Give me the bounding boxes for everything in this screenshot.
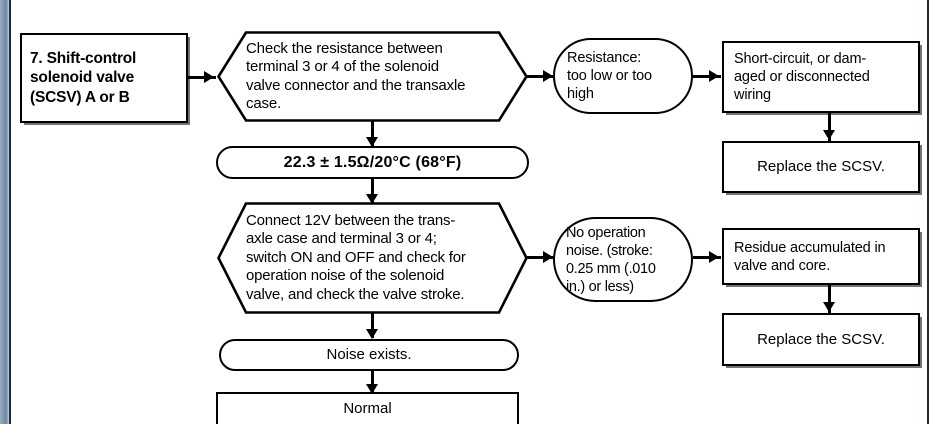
node-replace-scsv-upper: Replace the SCSV. bbox=[722, 141, 920, 193]
node-check-resistance-label: Check the resistance between terminal 3 … bbox=[246, 39, 466, 113]
connector-no-noise-to-residue bbox=[693, 256, 721, 259]
node-check-resistance: Check the resistance between terminal 3 … bbox=[216, 30, 529, 123]
arrowhead-connect-12v-to-no-noise bbox=[543, 251, 553, 263]
node-normal-label: Normal bbox=[343, 400, 392, 417]
node-no-operation-noise-label: No operation noise. (stroke: 0.25 mm (.0… bbox=[566, 224, 656, 295]
connector-check-to-resistance-bad bbox=[527, 75, 555, 78]
connector-connect-12v-to-no-noise bbox=[527, 256, 555, 259]
node-normal: Normal bbox=[216, 392, 519, 424]
node-residue-label: Residue accumulated in valve and core. bbox=[734, 239, 886, 274]
connector-start-to-check bbox=[188, 76, 216, 79]
connector-check-to-spec bbox=[371, 121, 374, 147]
node-start-label: 7. Shift-control solenoid valve (SCSV) A… bbox=[30, 49, 137, 106]
node-replace-scsv-lower-label: Replace the SCSV. bbox=[757, 330, 885, 348]
hexagon-outline-connect-12v bbox=[217, 202, 528, 314]
arrowhead-resistance-bad-to-short-circuit bbox=[709, 70, 719, 82]
arrowhead-spec-to-connect-12v bbox=[366, 194, 378, 204]
node-short-circuit-label: Short-circuit, or dam- aged or disconnec… bbox=[734, 51, 870, 103]
connector-short-circuit-to-replace-1 bbox=[828, 113, 831, 141]
node-short-circuit-or-damaged-wiring: Short-circuit, or dam- aged or disconnec… bbox=[722, 41, 920, 113]
connector-residue-to-replace-2 bbox=[828, 285, 831, 313]
arrowhead-short-circuit-to-replace-1 bbox=[823, 130, 835, 140]
connector-noise-exists-to-normal bbox=[371, 371, 374, 392]
hexagon-outline-check-resistance bbox=[216, 31, 529, 122]
node-noise-exists: Noise exists. bbox=[219, 339, 519, 371]
arrowhead-check-to-spec bbox=[366, 137, 378, 147]
node-replace-scsv-upper-label: Replace the SCSV. bbox=[757, 158, 885, 175]
page-right-rule bbox=[927, 0, 929, 424]
arrowhead-connect-12v-to-noise-exists bbox=[366, 329, 378, 339]
connector-resistance-bad-to-short-circuit bbox=[693, 75, 721, 78]
arrowhead-check-to-resistance-bad bbox=[543, 70, 553, 82]
arrowhead-noise-exists-to-normal bbox=[366, 384, 378, 394]
node-connect-12v-check-noise: Connect 12V between the trans- axle case… bbox=[216, 201, 529, 315]
page-binding-edge bbox=[0, 0, 9, 424]
node-resistance-bad-label: Resistance: too low or too high bbox=[567, 50, 652, 102]
node-resistance-spec-label: 22.3 ± 1.5Ω/20°C (68°F) bbox=[283, 153, 462, 171]
node-shift-control-solenoid-valve: 7. Shift-control solenoid valve (SCSV) A… bbox=[20, 33, 188, 123]
node-resistance-too-low-or-high: Resistance: too low or too high bbox=[553, 38, 693, 114]
node-replace-scsv-lower: Replace the SCSV. bbox=[722, 313, 920, 366]
node-residue-accumulated: Residue accumulated in valve and core. bbox=[722, 228, 920, 285]
node-connect-12v-label: Connect 12V between the trans- axle case… bbox=[246, 211, 466, 303]
arrowhead-no-noise-to-residue bbox=[709, 251, 719, 263]
arrowhead-start-to-check bbox=[204, 71, 214, 83]
page-right-margin bbox=[929, 0, 937, 424]
node-resistance-specification: 22.3 ± 1.5Ω/20°C (68°F) bbox=[216, 146, 529, 179]
node-noise-exists-label: Noise exists. bbox=[326, 346, 412, 363]
page-left-rule bbox=[9, 0, 11, 424]
node-no-operation-noise: No operation noise. (stroke: 0.25 mm (.0… bbox=[553, 217, 693, 302]
connector-connect-12v-to-noise-exists bbox=[371, 313, 374, 338]
arrowhead-residue-to-replace-2 bbox=[823, 302, 835, 312]
connector-spec-to-connect-12v bbox=[371, 179, 374, 204]
